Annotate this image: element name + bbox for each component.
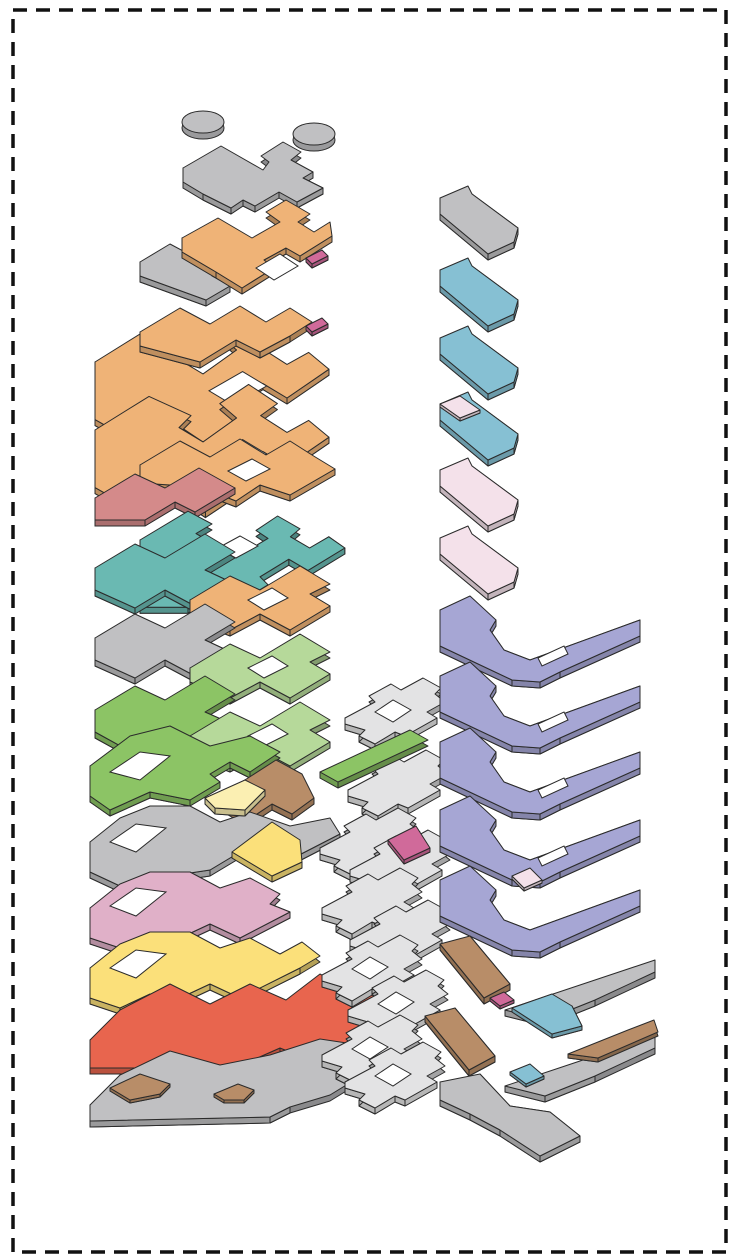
right-slab-5-top	[439, 457, 519, 527]
left-floor-plate-18-void	[108, 823, 168, 853]
left-floor-plate-13-void	[246, 655, 290, 679]
roof-cylinder-1	[181, 110, 225, 140]
left-floor-plate-20	[89, 871, 291, 955]
right-slab-1-top	[439, 185, 519, 255]
right-slab-6-top	[439, 525, 519, 595]
pale-pink-strip	[439, 395, 481, 422]
brown-block-2-top	[424, 1007, 496, 1071]
left-floor-plate-9-side	[139, 606, 189, 614]
magenta-patch-lower-top	[489, 991, 515, 1007]
magenta-accent-1	[305, 249, 329, 269]
green-slab	[319, 729, 429, 789]
blue-patch-lower-2	[509, 1063, 545, 1088]
left-floor-plate-8-side	[94, 519, 146, 527]
purple-wing-plate-1-void	[537, 645, 569, 667]
purple-wing-plate-3	[439, 727, 641, 821]
middle-floor-plate-10-void	[374, 1063, 412, 1087]
pale-pink-accent-top	[511, 867, 543, 889]
left-floor-plate-7-void	[226, 458, 272, 482]
left-floor-plate-20-void	[108, 887, 168, 917]
left-floor-plate-1-top	[182, 141, 324, 209]
left-floor-plate-5-top	[139, 305, 313, 363]
right-slab-6	[439, 525, 519, 601]
brown-block-2	[424, 1007, 496, 1077]
blue-patch-lower	[511, 993, 583, 1039]
purple-wing-plate-3-top	[439, 727, 641, 815]
right-slab-2-top	[439, 257, 519, 327]
purple-wing-plate-5-top	[439, 865, 641, 953]
right-slab-5	[439, 457, 519, 533]
blue-patch-lower-2-top	[509, 1063, 545, 1085]
purple-wing-plate-4-top	[439, 795, 641, 883]
middle-tower-stack	[319, 677, 451, 1115]
right-slab-1	[439, 185, 519, 261]
middle-floor-plate-9-void	[351, 1036, 389, 1060]
left-floor-plate-3	[181, 199, 333, 295]
magenta-accent-1-top	[305, 249, 329, 265]
green-slab-top	[319, 729, 429, 783]
right-slab-2	[439, 257, 519, 333]
pale-pink-strip-top	[439, 395, 481, 419]
roof-cylinder-top	[181, 110, 225, 134]
left-floor-plate-16	[89, 725, 281, 817]
middle-floor-plate-1-void	[374, 699, 412, 723]
magenta-slab	[387, 825, 431, 865]
left-floor-plate-1	[182, 141, 324, 215]
pale-pink-accent	[511, 867, 543, 892]
roof-cylinder-top	[292, 122, 336, 146]
purple-wing-plate-4	[439, 795, 641, 889]
left-floor-plate-22-top	[89, 931, 321, 1009]
magenta-accent-2-top	[305, 317, 329, 333]
purple-wing-plate-1	[439, 595, 641, 689]
magenta-slab-top	[387, 825, 431, 861]
roof-cylinder-2	[292, 122, 336, 152]
purple-wing-plate-3-void	[537, 777, 569, 799]
purple-wing-plate-1-top	[439, 595, 641, 683]
gray-base-plate	[439, 1073, 581, 1163]
left-floor-plate-18	[89, 805, 341, 893]
brown-patch-2	[213, 1083, 255, 1104]
left-floor-plate-21-top	[231, 821, 303, 877]
left-floor-plate-21	[231, 821, 303, 883]
purple-wing-plate-4-void	[537, 845, 569, 867]
brown-patch-1-top	[109, 1073, 171, 1101]
left-floor-plate-10-top	[94, 533, 236, 609]
left-floor-plate-16-void	[108, 751, 172, 781]
middle-floor-plate-8-void	[377, 991, 415, 1015]
brown-patch-lower-2-top	[567, 1019, 659, 1059]
right-slab-3-top	[439, 325, 519, 395]
dashed-frame	[11, 8, 728, 1254]
left-floor-plate-19-top	[204, 779, 266, 811]
left-tower-stack	[89, 110, 411, 1128]
blue-patch-lower-top	[511, 993, 583, 1035]
brown-patch-1	[109, 1073, 171, 1104]
purple-wing-plate-2-top	[439, 661, 641, 749]
middle-floor-plate-7-void	[351, 956, 389, 980]
left-floor-plate-11-void	[246, 587, 290, 611]
brown-patch-2-top	[213, 1083, 255, 1101]
left-floor-plate-12-top	[94, 603, 236, 679]
purple-wing-plate-2	[439, 661, 641, 755]
left-floor-plate-3-void	[255, 253, 299, 281]
left-floor-plate-8	[94, 467, 236, 527]
right-slab-3	[439, 325, 519, 401]
right-tower-stack	[424, 185, 659, 1163]
purple-wing-plate-2-void	[537, 711, 569, 733]
magenta-patch-lower	[489, 991, 515, 1010]
left-floor-plate-22-void	[108, 949, 168, 979]
left-floor-plate-8-top	[94, 467, 236, 521]
left-floor-plate-19	[204, 779, 266, 817]
left-floor-plate-5	[139, 305, 313, 369]
left-floor-plate-3-top	[181, 199, 333, 289]
left-floor-plate-16-top	[89, 725, 281, 811]
brown-block-1-top	[439, 935, 511, 999]
purple-wing-plate-5	[439, 865, 641, 959]
middle-floor-plate-10	[344, 1041, 446, 1115]
gray-base-plate-top	[439, 1073, 581, 1157]
brown-patch-lower-2	[567, 1019, 659, 1063]
magenta-accent-2	[305, 317, 329, 337]
